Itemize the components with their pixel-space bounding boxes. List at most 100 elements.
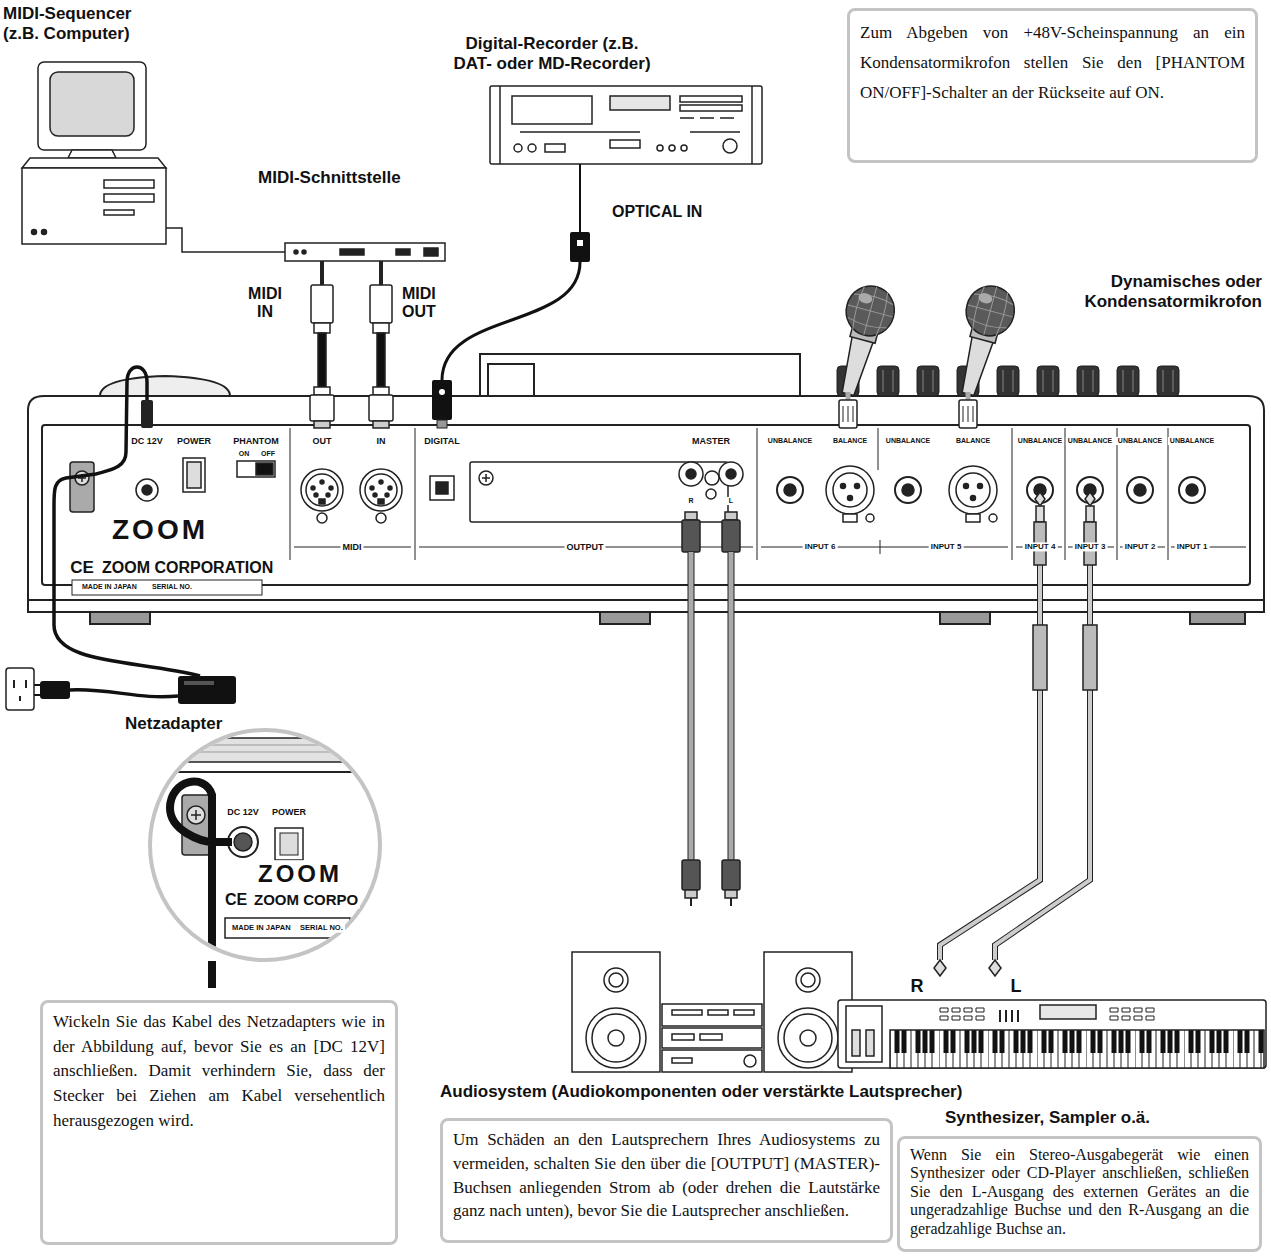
rca-cable bbox=[682, 512, 740, 906]
speaker bbox=[778, 1008, 838, 1068]
panel-label: BALANCE bbox=[954, 437, 992, 445]
note-box: Wickeln Sie das Kabel des Netzadapters w… bbox=[40, 1000, 398, 1245]
panel-details bbox=[379, 480, 383, 484]
computer bbox=[104, 210, 134, 215]
section-label: INPUT 5 bbox=[929, 542, 964, 551]
power-inset bbox=[187, 806, 205, 824]
channel-label: L bbox=[1011, 976, 1022, 997]
section-label: INPUT 2 bbox=[1123, 542, 1158, 551]
brand-name: ZOOM CORPORATION bbox=[100, 559, 275, 577]
midi-interface bbox=[302, 250, 306, 254]
panel-details bbox=[365, 474, 397, 506]
panel-label: L bbox=[727, 497, 735, 505]
mixer-housing bbox=[28, 396, 1264, 612]
computer bbox=[22, 158, 166, 168]
digital-recorder bbox=[528, 144, 536, 152]
panel-details bbox=[777, 477, 803, 503]
panel-label: UNBALANCE bbox=[1168, 437, 1216, 445]
section-label: OUTPUT bbox=[565, 542, 606, 552]
synthesizer bbox=[890, 1030, 1264, 1068]
microphone bbox=[945, 281, 1020, 401]
power-cable bbox=[184, 681, 214, 685]
power-cable bbox=[141, 400, 153, 428]
computer bbox=[32, 230, 37, 235]
mixer-housing bbox=[90, 612, 150, 624]
optical-cable bbox=[432, 380, 452, 420]
digital-recorder bbox=[669, 145, 675, 151]
speaker bbox=[592, 1014, 640, 1062]
amplifier bbox=[662, 1004, 762, 1026]
computer bbox=[42, 230, 47, 235]
panel-details bbox=[1179, 477, 1205, 503]
jack-cable bbox=[1083, 625, 1097, 690]
panel-details bbox=[679, 462, 703, 486]
jack-cable bbox=[995, 565, 1090, 960]
midi-interface bbox=[424, 248, 438, 256]
panel-details bbox=[686, 469, 696, 479]
device-label: Synthesizer, Sampler o.ä. bbox=[945, 1108, 1150, 1128]
panel-label: OUT bbox=[311, 436, 334, 446]
jack-cable bbox=[934, 960, 946, 976]
microphone bbox=[977, 292, 993, 305]
rca-cable bbox=[682, 520, 700, 552]
speaker bbox=[586, 1008, 646, 1068]
microphone bbox=[825, 281, 900, 401]
panel-details bbox=[843, 514, 857, 522]
note-box: Wenn Sie ein Stereo-Ausgabegerät wie ein… bbox=[897, 1136, 1262, 1252]
section-label: MIDI bbox=[341, 542, 364, 552]
device-label: Audiosystem (Audiokomponenten oder verst… bbox=[440, 1082, 962, 1102]
panel-details bbox=[320, 480, 324, 484]
computer bbox=[50, 72, 134, 136]
digital-recorder bbox=[512, 96, 592, 124]
power-cable bbox=[70, 690, 178, 697]
synthesizer bbox=[838, 1000, 1266, 1068]
panel-details bbox=[1186, 484, 1198, 496]
amplifier bbox=[744, 1055, 756, 1067]
speaker bbox=[800, 1030, 816, 1046]
midi-plug bbox=[377, 333, 385, 387]
amplifier bbox=[662, 1004, 762, 1072]
device-label: MIDI-Sequencer (z.B. Computer) bbox=[3, 4, 153, 43]
mixer-housing bbox=[488, 364, 534, 396]
panel-details bbox=[311, 486, 315, 490]
panel-label: OFF bbox=[259, 450, 277, 458]
rca-cable bbox=[729, 552, 734, 860]
speaker bbox=[784, 1014, 832, 1062]
synthesizer bbox=[846, 1006, 882, 1062]
note-text: Um Schäden an den Lautsprechern Ihres Au… bbox=[453, 1128, 880, 1223]
digital-recorder bbox=[610, 96, 670, 110]
panel-details bbox=[833, 473, 867, 507]
power-cable bbox=[6, 668, 34, 710]
speaker bbox=[801, 973, 815, 987]
panel-details bbox=[964, 484, 969, 489]
synthesizer bbox=[866, 1030, 874, 1056]
rca-cable bbox=[725, 512, 737, 520]
power-inset bbox=[130, 738, 410, 762]
power-cable bbox=[34, 685, 40, 695]
brand-logo: ZOOM bbox=[256, 860, 344, 888]
mixer-knobs bbox=[917, 366, 939, 396]
midi-plug bbox=[310, 395, 334, 421]
ce-mark: CE bbox=[223, 891, 249, 909]
computer bbox=[38, 62, 146, 150]
digital-recorder bbox=[723, 139, 737, 153]
panel-label: MASTER bbox=[690, 436, 732, 446]
microphone bbox=[962, 281, 1019, 341]
rca-cable bbox=[689, 552, 694, 860]
note-box: Zum Abgeben von +48V-Scheinspannung an e… bbox=[847, 8, 1258, 163]
computer bbox=[22, 168, 166, 244]
power-cable bbox=[6, 367, 236, 710]
panel-details bbox=[360, 469, 402, 511]
panel-details bbox=[706, 489, 716, 499]
serial-plate: MADE IN JAPAN bbox=[230, 924, 293, 933]
power-inset bbox=[130, 725, 410, 975]
jack-cable bbox=[940, 565, 1040, 960]
amplifier bbox=[662, 1028, 762, 1048]
mixer-housing bbox=[940, 612, 990, 624]
panel-details bbox=[306, 474, 338, 506]
speaker bbox=[604, 968, 628, 992]
panel-label: DC 12V bbox=[225, 807, 261, 817]
microphone bbox=[837, 335, 873, 397]
section-label: INPUT 4 bbox=[1023, 542, 1058, 551]
mixer-knobs bbox=[997, 366, 1019, 396]
